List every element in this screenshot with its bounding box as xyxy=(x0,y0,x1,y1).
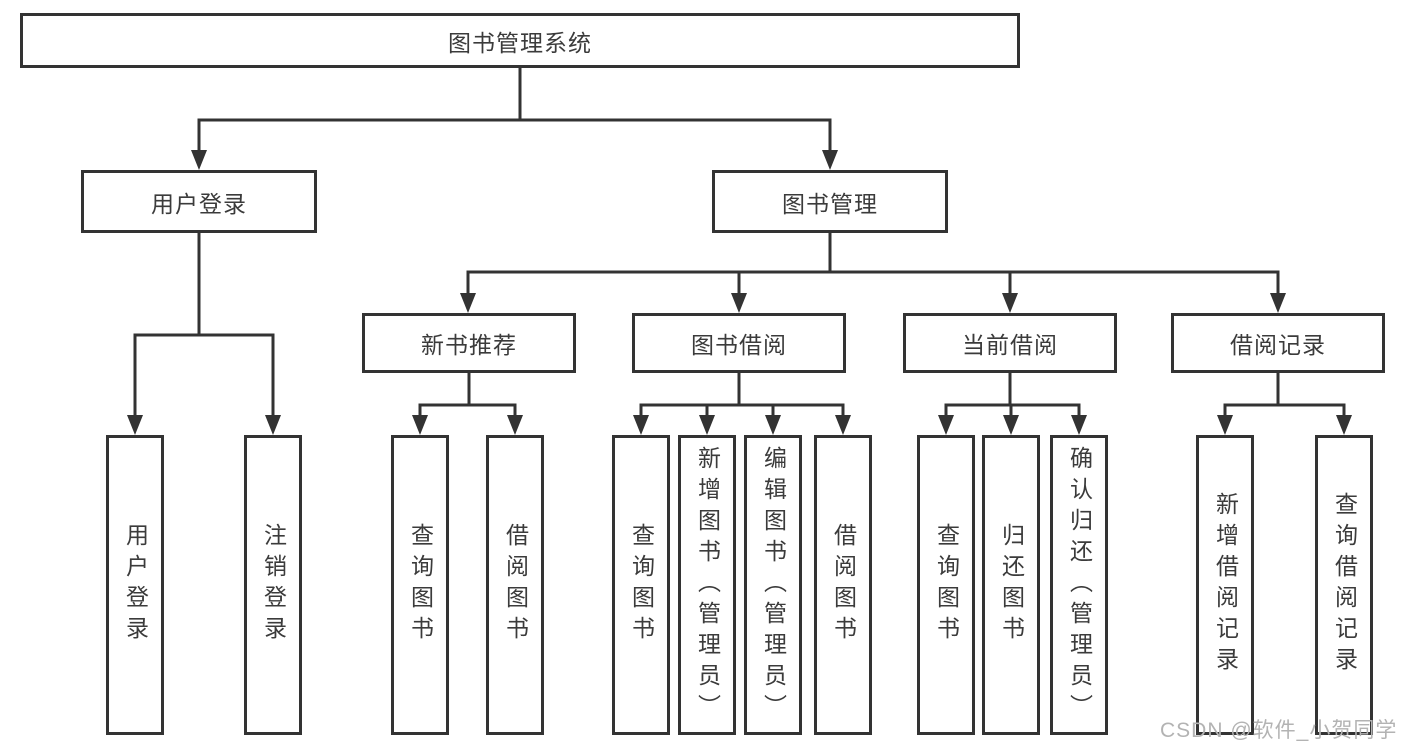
leaf-logout-login: 注销登录 xyxy=(244,435,302,735)
node-new-book-recommendation: 新书推荐 xyxy=(362,313,576,373)
leaf-confirm-return-admin: 确认归还（管理员） xyxy=(1050,435,1108,735)
leaf-user-login: 用户登录 xyxy=(106,435,164,735)
leaf-add-book-admin: 新增图书（管理员） xyxy=(678,435,736,735)
node-label: 新书推荐 xyxy=(421,332,517,358)
leaf-query-books-recommend: 查询图书 xyxy=(391,435,449,735)
leaf-query-books-borrowing: 查询图书 xyxy=(612,435,670,735)
node-book-borrowing: 图书借阅 xyxy=(632,313,846,373)
node-library-management-system: 图书管理系统 xyxy=(20,13,1020,68)
node-user-login: 用户登录 xyxy=(81,170,317,233)
node-book-management: 图书管理 xyxy=(712,170,948,233)
leaf-add-borrow-record: 新增借阅记录 xyxy=(1196,435,1254,735)
leaf-return-books: 归还图书 xyxy=(982,435,1040,735)
node-label: 图书管理系统 xyxy=(448,29,592,56)
node-borrowing-records: 借阅记录 xyxy=(1171,313,1385,373)
csdn-watermark: CSDN @软件_小贺同学 xyxy=(1160,719,1398,742)
node-current-borrowing: 当前借阅 xyxy=(903,313,1117,373)
arrowheads xyxy=(127,150,1352,435)
leaf-edit-book-admin: 编辑图书（管理员） xyxy=(744,435,802,735)
node-label: 借阅记录 xyxy=(1230,332,1326,358)
leaf-borrow-books-borrowing: 借阅图书 xyxy=(814,435,872,735)
node-label: 当前借阅 xyxy=(962,332,1058,358)
node-label: 图书借阅 xyxy=(691,332,787,358)
leaf-borrow-books-recommend: 借阅图书 xyxy=(486,435,544,735)
leaf-query-books-current: 查询图书 xyxy=(917,435,975,735)
node-label: 图书管理 xyxy=(782,190,878,217)
leaf-query-borrow-record: 查询借阅记录 xyxy=(1315,435,1373,735)
node-label: 用户登录 xyxy=(151,190,247,217)
